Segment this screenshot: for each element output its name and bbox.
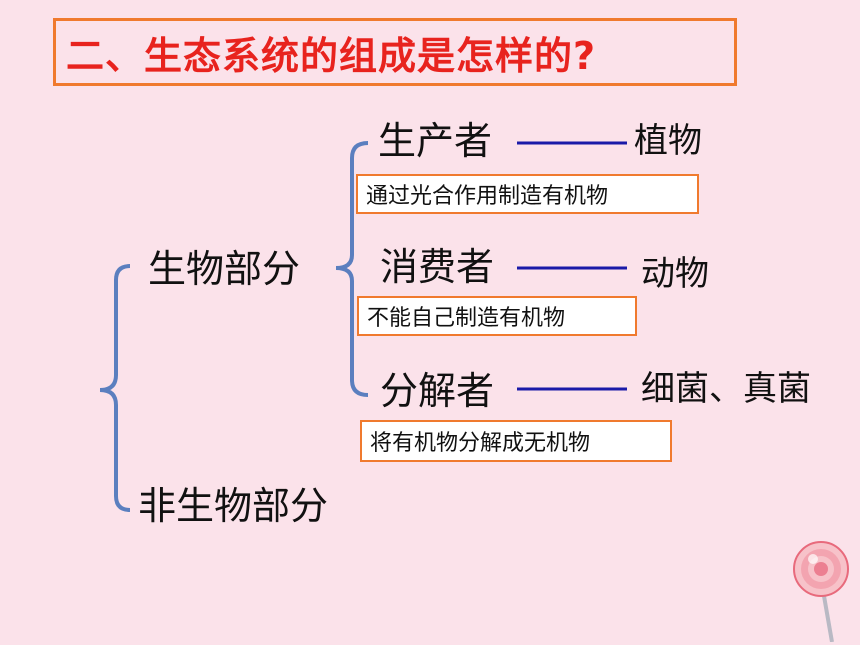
decomposer-label: 分解者 xyxy=(380,369,495,413)
page-title: 二、生态系统的组成是怎样的? xyxy=(53,18,737,86)
abiotic-label: 非生物部分 xyxy=(138,484,329,528)
consumer-example: 动物 xyxy=(641,254,709,294)
decomposer-note: 将有机物分解成无机物 xyxy=(360,420,672,462)
inner-brace xyxy=(335,141,369,397)
biotic-label: 生物部分 xyxy=(148,247,301,291)
consumer-label: 消费者 xyxy=(380,245,495,289)
decomposer-example: 细菌、真菌 xyxy=(641,369,811,409)
lollipop-icon xyxy=(793,541,849,642)
outer-brace xyxy=(99,264,131,512)
producer-note: 通过光合作用制造有机物 xyxy=(356,174,699,214)
consumer-note: 不能自己制造有机物 xyxy=(357,296,637,336)
producer-example: 植物 xyxy=(634,121,702,161)
producer-label: 生产者 xyxy=(378,119,493,163)
